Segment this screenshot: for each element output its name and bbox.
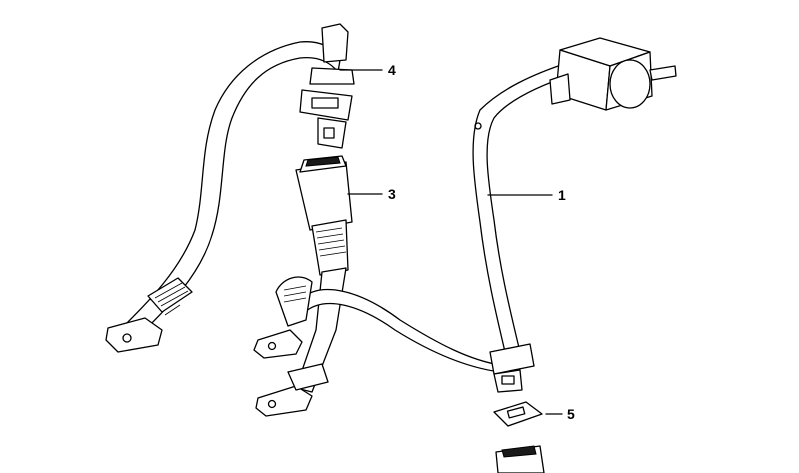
buckle-item-3 bbox=[295, 155, 353, 276]
callout-label-5: 5 bbox=[567, 406, 575, 422]
leader-lines bbox=[339, 69, 563, 415]
bottom-buckle bbox=[495, 445, 545, 473]
callout-label-3: 3 bbox=[388, 186, 396, 202]
lower-anchor-bottom bbox=[255, 363, 329, 417]
retractor-unit bbox=[549, 37, 677, 111]
callout-label-1: 1 bbox=[558, 187, 566, 203]
tongue-item-4 bbox=[299, 23, 355, 149]
retractor-belt-item-1 bbox=[472, 61, 575, 393]
center-webbing bbox=[295, 267, 501, 393]
left-anchor-plate bbox=[105, 277, 193, 353]
callout-label-4: 4 bbox=[388, 62, 396, 78]
cover-plate-item-5 bbox=[493, 401, 543, 427]
lower-anchor-middle bbox=[253, 276, 313, 359]
